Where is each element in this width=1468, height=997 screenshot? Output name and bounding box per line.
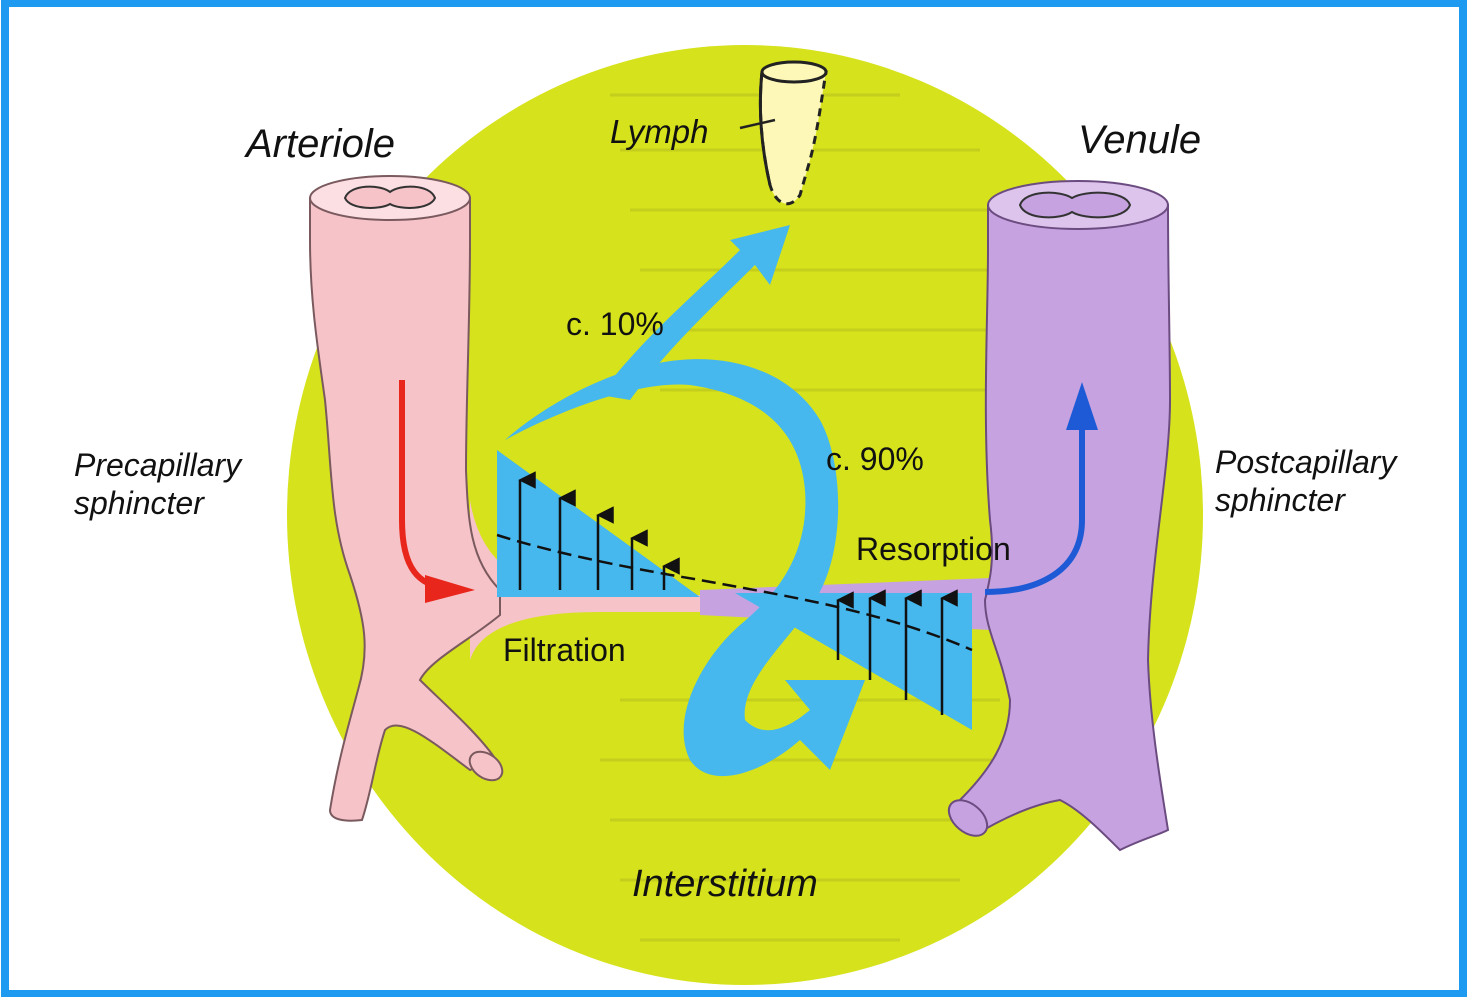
filtration-label: Filtration bbox=[503, 632, 626, 668]
precapillary-label-line1: Precapillary bbox=[74, 447, 243, 483]
resorption-label: Resorption bbox=[856, 531, 1011, 567]
lymph-percent-label: c. 10% bbox=[566, 306, 664, 342]
lymph-label: Lymph bbox=[610, 113, 708, 150]
resorb-percent-label: c. 90% bbox=[826, 441, 924, 477]
venule-label: Venule bbox=[1078, 118, 1201, 162]
postcapillary-label-line2: sphincter bbox=[1215, 482, 1346, 518]
postcapillary-label-line1: Postcapillary bbox=[1215, 444, 1398, 480]
precapillary-label-line2: sphincter bbox=[74, 485, 205, 521]
arteriole-label: Arteriole bbox=[244, 122, 395, 166]
interstitium-label: Interstitium bbox=[632, 863, 818, 905]
